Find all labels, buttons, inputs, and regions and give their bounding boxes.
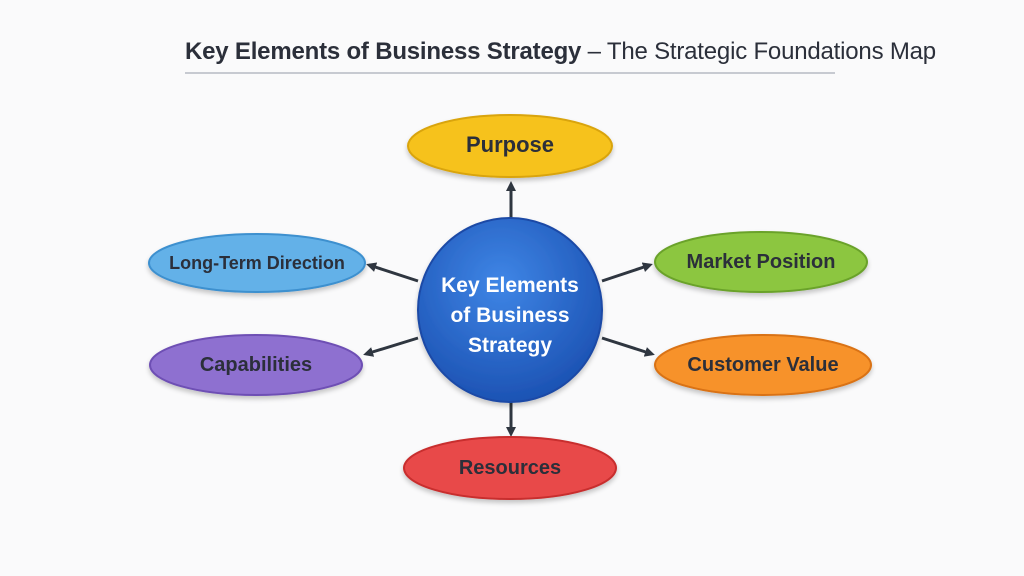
node-long-term-direction-label: Long-Term Direction [169,253,345,273]
center-node: Key Elements of Business Strategy [417,217,603,403]
node-resources-shape [403,436,617,500]
center-node-shape [417,217,603,403]
node-long-term-direction: Long-Term Direction [148,233,366,293]
arrow-to-market-position [601,262,653,283]
center-label-line-1: Key Elements [441,274,579,297]
node-purpose-label: Purpose [466,132,554,157]
node-purpose: Purpose [407,114,613,178]
node-customer-value-shape [654,334,872,396]
title-block: Key Elements of Business Strategy – The … [185,36,936,76]
node-capabilities-shape [149,334,363,396]
node-market-position-shape [654,231,868,293]
arrow-to-capabilities [363,336,419,357]
arrow-to-customer-value [601,336,655,357]
node-long-term-direction-shape [148,233,366,293]
page-title: Key Elements of Business Strategy – The … [185,36,936,68]
arrow-to-long-term-direction [366,262,419,283]
node-resources: Resources [403,436,617,500]
center-label-line-3: Strategy [468,334,552,357]
node-market-position: Market Position [654,231,868,293]
node-customer-value-label: Customer Value [687,354,838,376]
center-label-line-2: of Business [450,304,569,327]
node-resources-label: Resources [459,457,561,479]
node-capabilities-label: Capabilities [200,354,312,376]
node-market-position-label: Market Position [687,251,836,273]
title-subtitle-part: – The Strategic Foundations Map [581,38,936,65]
node-customer-value: Customer Value [654,334,872,396]
title-underline [185,72,835,74]
node-capabilities: Capabilities [149,334,363,396]
node-purpose-shape [407,114,613,178]
title-bold-part: Key Elements of Business Strategy [185,38,582,65]
